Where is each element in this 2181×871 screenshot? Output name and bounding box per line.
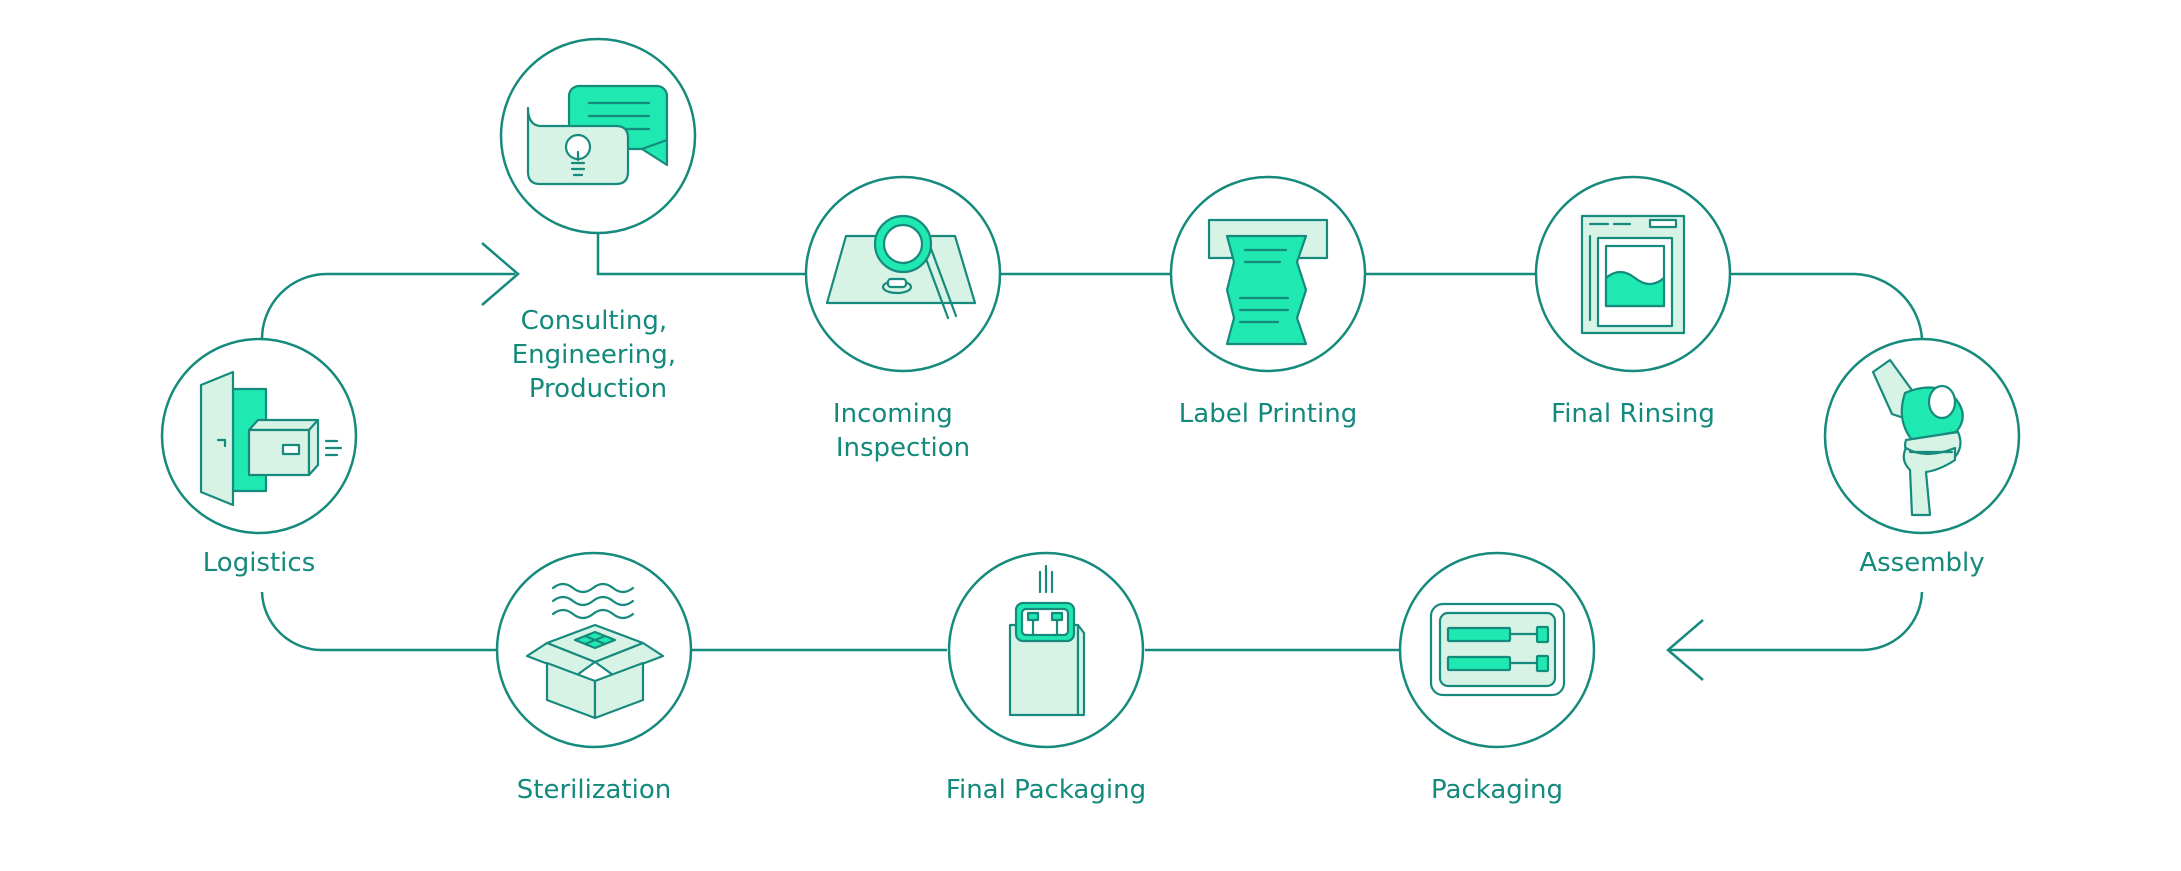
assembly-label: Assembly bbox=[1859, 548, 1984, 578]
step-logistics: Logistics bbox=[160, 337, 358, 578]
consulting-label-line-2: Engineering, bbox=[512, 340, 676, 370]
step-label-printing: Label Printing bbox=[1169, 175, 1367, 429]
consulting-label: Consulting, Engineering, Production bbox=[512, 306, 685, 404]
incoming-label-line-1: Incoming bbox=[833, 399, 953, 429]
final-rinsing-label: Final Rinsing bbox=[1551, 399, 1715, 429]
label-printing-label: Label Printing bbox=[1179, 399, 1357, 429]
printer-label-icon bbox=[1207, 218, 1329, 346]
flow-connectors bbox=[260, 230, 1924, 681]
step-assembly: Assembly bbox=[1823, 337, 2021, 578]
blister-pack-icon bbox=[1429, 602, 1566, 697]
rinsing-tank-icon bbox=[1580, 214, 1686, 335]
magnifier-icon bbox=[825, 214, 977, 320]
connector-sterilization-to-logistics bbox=[260, 591, 496, 652]
consulting-label-line-3: Production bbox=[529, 374, 667, 404]
step-final-rinsing: Final Rinsing bbox=[1534, 175, 1732, 429]
chat-bubbles-lightbulb-icon bbox=[526, 84, 669, 186]
arrow-head-top bbox=[481, 242, 520, 306]
connector-rinsing-to-assembly bbox=[1730, 272, 1924, 339]
step-packaging: Packaging bbox=[1398, 551, 1596, 805]
arrow-head-bottom bbox=[1666, 619, 1704, 681]
sealed-bag-icon bbox=[1008, 564, 1086, 717]
step-consulting: Consulting, Engineering, Production bbox=[499, 37, 697, 404]
final-packaging-label: Final Packaging bbox=[946, 775, 1146, 805]
steaming-box-icon bbox=[525, 582, 665, 720]
step-incoming-inspection: Incoming Inspection bbox=[804, 175, 1002, 463]
incoming-label-line-2: Inspection bbox=[836, 433, 970, 463]
knee-implant-icon bbox=[1871, 358, 1964, 517]
packaging-label: Packaging bbox=[1431, 775, 1563, 805]
door-box-icon bbox=[199, 370, 343, 507]
connector-assembly-to-arrow bbox=[1668, 591, 1924, 652]
logistics-label: Logistics bbox=[203, 548, 315, 578]
sterilization-label: Sterilization bbox=[517, 775, 671, 805]
incoming-label: Incoming Inspection bbox=[833, 399, 970, 463]
step-sterilization: Sterilization bbox=[495, 551, 693, 805]
connector-logistics-to-consulting bbox=[260, 272, 515, 341]
step-final-packaging: Final Packaging bbox=[946, 551, 1146, 805]
connector-consulting-to-incoming bbox=[596, 230, 805, 276]
consulting-label-line-1: Consulting, bbox=[521, 306, 667, 336]
